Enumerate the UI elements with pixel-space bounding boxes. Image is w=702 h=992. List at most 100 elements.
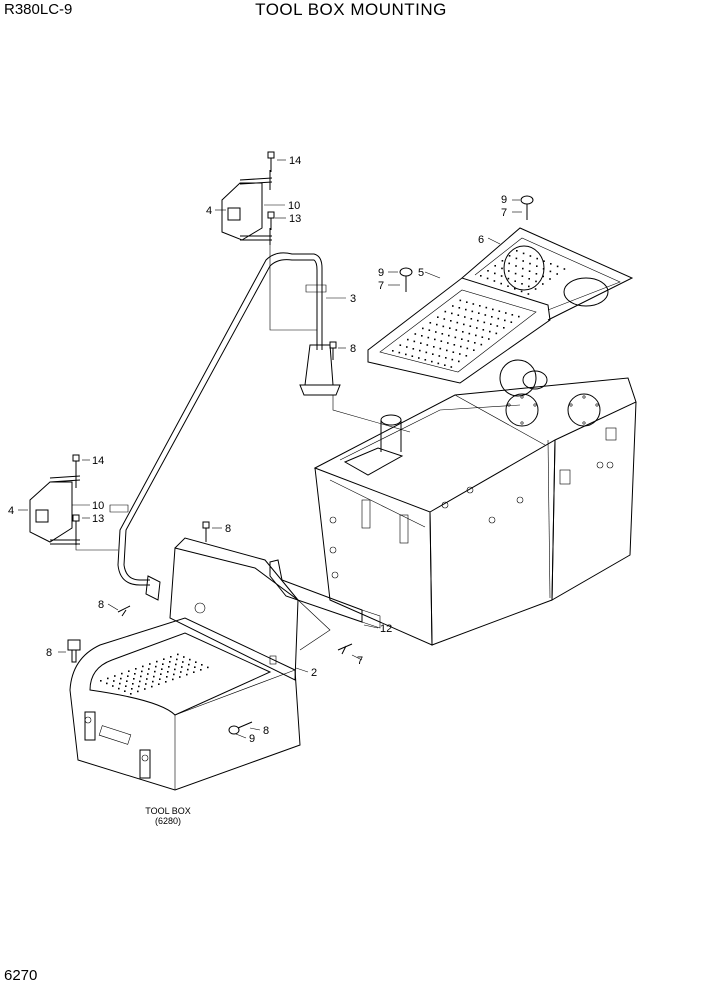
perforation-dot <box>511 314 514 316</box>
perforation-dot <box>438 355 441 357</box>
perforation-dot <box>398 351 401 354</box>
perforation-dot <box>429 322 432 324</box>
perforation-dot <box>193 671 195 673</box>
perforation-dot <box>481 336 484 338</box>
perforation-dot <box>182 661 184 663</box>
callout-8: 8 <box>350 343 356 355</box>
perforation-dot <box>421 335 423 337</box>
perforation-dot <box>521 275 524 277</box>
perforation-dot <box>411 355 414 357</box>
perforation-dot <box>476 327 478 329</box>
fasteners <box>67 151 534 735</box>
perforation-dot <box>448 334 450 337</box>
page-title: TOOL BOX MOUNTING <box>255 0 447 19</box>
perforation-dot <box>542 268 545 270</box>
perforation-dot <box>488 338 490 340</box>
perforation-dot <box>452 305 454 307</box>
model-label: R380LC-9 <box>4 1 73 18</box>
perforation-dot <box>177 653 179 656</box>
perforation-dot <box>542 275 544 278</box>
perforation-dot <box>484 314 487 316</box>
perforation-dot <box>181 666 183 668</box>
leader-lines <box>18 159 522 739</box>
callout-2: 2 <box>311 667 317 679</box>
perforation-dot <box>492 308 494 311</box>
perforation-dot <box>119 682 121 685</box>
perforation-dot <box>167 671 169 673</box>
perforation-dot <box>459 353 461 355</box>
perforation-dot <box>472 303 475 305</box>
perforation-dot <box>195 661 197 663</box>
perforation-dot <box>477 319 479 322</box>
perforation-dot <box>437 362 440 365</box>
toolbox-reference-number: (6280) <box>155 816 181 826</box>
perforation-dot <box>420 342 422 344</box>
perforation-dot <box>153 675 155 678</box>
perforation-dot <box>504 319 506 322</box>
perforation-dot <box>147 673 149 675</box>
perforation-dot <box>440 340 443 342</box>
perforation-dot <box>465 308 467 311</box>
toolbox-reference-label: TOOL BOX <box>145 806 191 816</box>
perforation-dot <box>405 353 407 356</box>
perforation-dot <box>407 338 409 341</box>
perforation-dot <box>549 278 551 280</box>
perforation-dot <box>471 310 474 313</box>
perforation-dot <box>113 680 115 682</box>
perforation-dot <box>521 283 523 285</box>
perforation-dot <box>469 325 472 327</box>
perforation-dot <box>207 666 209 669</box>
perforation-dot <box>166 676 168 678</box>
perforation-dot <box>446 349 448 352</box>
callout-7: 7 <box>501 207 507 219</box>
perforation-dot <box>485 306 488 309</box>
callout-6: 6 <box>478 234 484 246</box>
perforation-dot <box>527 293 530 295</box>
perforation-dot <box>194 666 196 668</box>
mirror-4-upper <box>221 170 273 245</box>
perforation-dot <box>445 357 447 359</box>
perforation-dot <box>135 668 137 670</box>
callout-7: 7 <box>378 280 384 292</box>
callout-10: 10 <box>288 200 300 212</box>
perforation-dot <box>428 329 431 331</box>
perforation-dot <box>515 257 518 260</box>
perforation-dot <box>444 310 447 313</box>
perforation-dot <box>549 270 552 273</box>
perforation-dot <box>160 673 162 675</box>
perforation-dot <box>556 265 559 268</box>
perforation-dot <box>457 314 460 316</box>
perforation-dot <box>507 277 510 280</box>
perforation-dot <box>149 663 151 665</box>
perforation-dot <box>444 364 446 366</box>
perforation-dot <box>425 351 428 354</box>
tank-assembly <box>313 359 637 646</box>
perforation-dot <box>175 663 177 666</box>
perforation-dot <box>426 344 429 346</box>
perforation-dot <box>480 275 482 277</box>
callout-13: 13 <box>289 213 301 225</box>
perforation-dot <box>174 668 176 671</box>
perforation-dot <box>126 680 128 682</box>
perforation-dot <box>528 270 531 272</box>
callout-14: 14 <box>289 155 301 167</box>
callout-9: 9 <box>378 267 384 279</box>
perforation-dot <box>158 683 160 685</box>
perforation-dot <box>146 678 148 680</box>
perforation-dot <box>152 680 154 683</box>
perforation-dot <box>200 669 202 671</box>
perforation-pattern <box>100 250 566 695</box>
perforation-dot <box>529 262 531 265</box>
perforation-dot <box>495 332 498 335</box>
perforation-dot <box>493 280 496 282</box>
perforation-dot <box>130 693 132 695</box>
perforation-dot <box>450 366 453 368</box>
perforation-dot <box>399 344 402 346</box>
perforation-dot <box>154 670 156 673</box>
perforation-dot <box>414 333 417 335</box>
perforation-dot <box>503 327 505 329</box>
callout-5: 5 <box>418 267 424 279</box>
perforation-dot <box>536 257 538 260</box>
callout-9: 9 <box>501 194 507 206</box>
perforation-dot <box>437 316 439 318</box>
